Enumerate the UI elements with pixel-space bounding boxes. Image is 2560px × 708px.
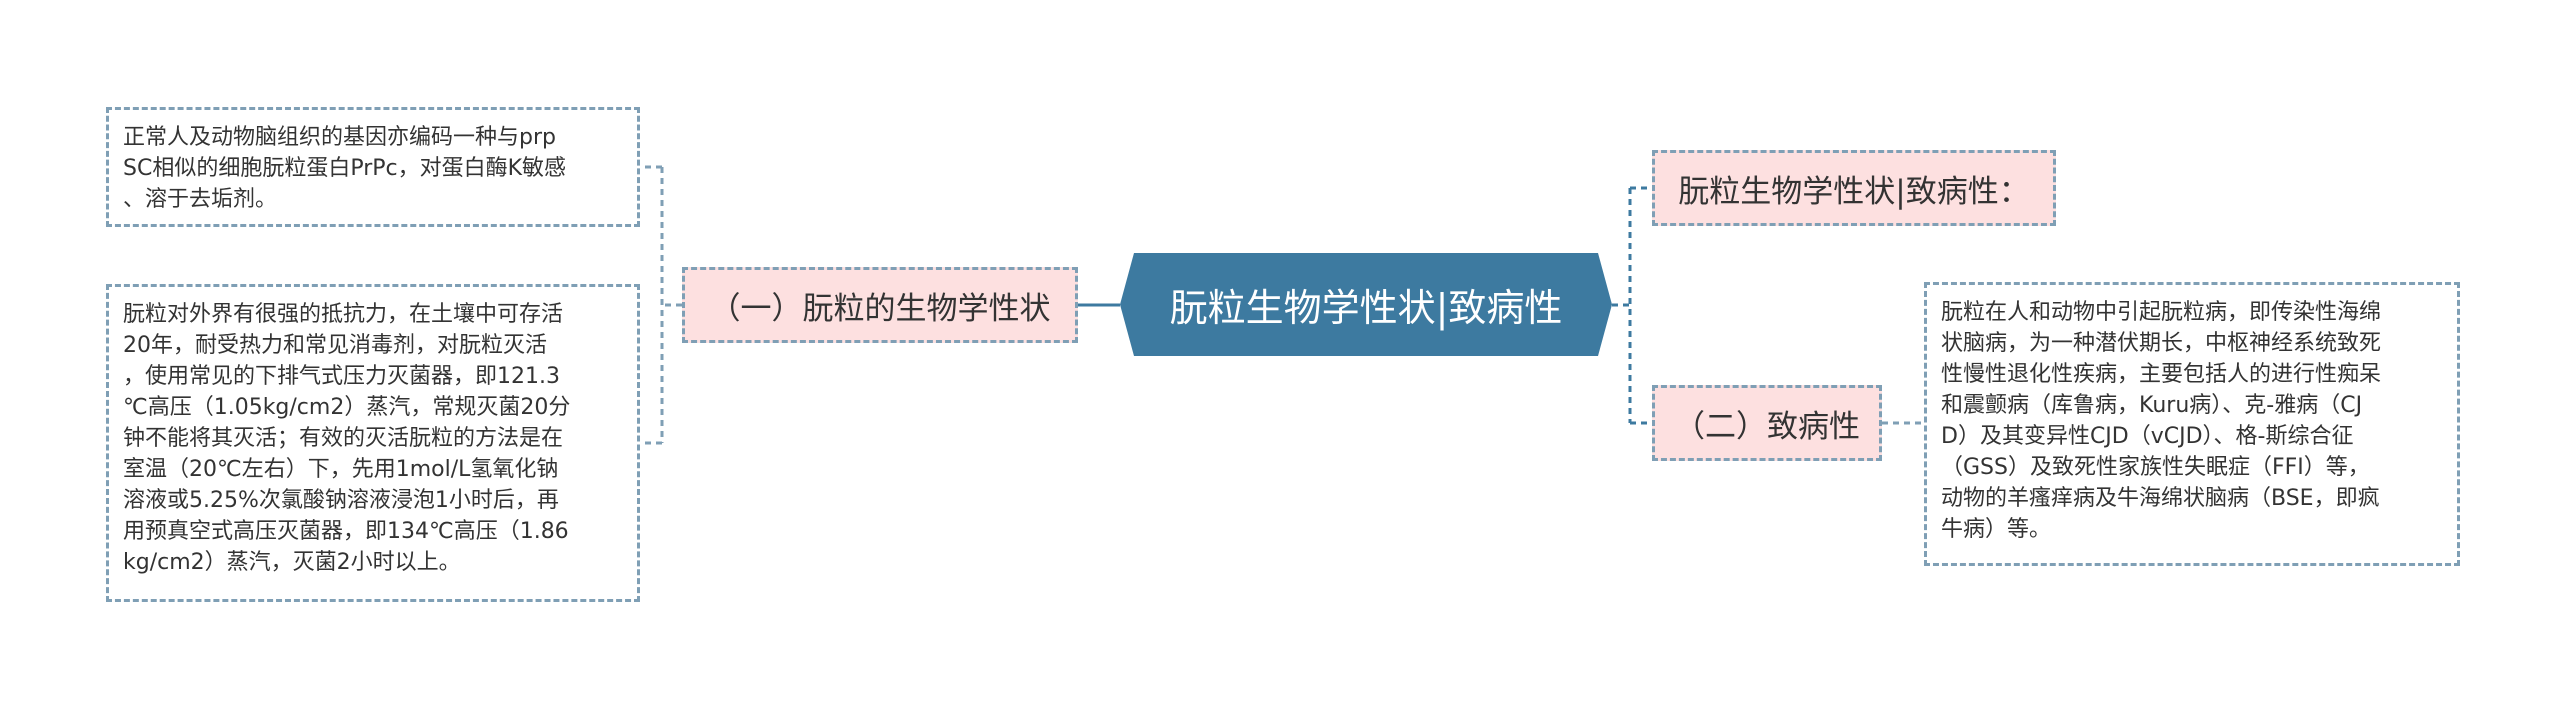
leaf-line: 溶液或5.25%次氯酸钠溶液浸泡1小时后，再 <box>123 488 559 513</box>
central-topic-label: 朊粒生物学性状|致病性 <box>1169 286 1563 330</box>
leaf-line: ，使用常见的下排气式压力灭菌器，即121.3 <box>123 364 560 389</box>
leaf-line: 钟不能将其灭活；有效的灭活朊粒的方法是在 <box>123 426 564 451</box>
leaf-line: SC相似的细胞朊粒蛋白PrPc，对蛋白酶K敏感 <box>123 156 567 181</box>
branch-pathogenicity-label: （二）致病性 <box>1674 408 1860 445</box>
leaf-line: 动物的羊瘙痒病及牛海绵状脑病（BSE，即疯 <box>1941 486 2380 511</box>
leaf-line: （GSS）及致死性家族性失眠症（FFI）等， <box>1941 455 2370 480</box>
branch-topic-summary-label: 朊粒生物学性状|致病性： <box>1678 173 2030 210</box>
branch-biological-properties[interactable]: （一）朊粒的生物学性状 <box>682 267 1078 343</box>
leaf-line: 朊粒对外界有很强的抵抗力，在土壤中可存活 <box>123 302 564 327</box>
leaf-line: 牛病）等。 <box>1941 517 2052 542</box>
branch-pathogenicity[interactable]: （二）致病性 <box>1652 385 1882 461</box>
leaf-line: 室温（20℃左右）下，先用1mol/L氢氧化钠 <box>123 457 559 482</box>
leaf-normal-prp[interactable]: 正常人及动物脑组织的基因亦编码一种与prp SC相似的细胞朊粒蛋白PrPc，对蛋… <box>106 107 640 227</box>
leaf-line: 状脑病，为一种潜伏期长，中枢神经系统致死 <box>1941 331 2382 356</box>
central-topic-shape <box>1120 253 1612 356</box>
leaf-line: 20年，耐受热力和常见消毒剂，对朊粒灭活 <box>123 333 547 358</box>
central-topic[interactable]: 朊粒生物学性状|致病性 <box>1120 253 1612 356</box>
leaf-line: 、溶于去垢剂。 <box>123 187 278 212</box>
leaf-prion-diseases[interactable]: 朊粒在人和动物中引起朊粒病，即传染性海绵 状脑病，为一种潜伏期长，中枢神经系统致… <box>1924 282 2460 566</box>
leaf-line: 和震颤病（库鲁病，Kuru病）、克-雅病（CJ <box>1941 393 2363 418</box>
leaf-line: 朊粒在人和动物中引起朊粒病，即传染性海绵 <box>1941 300 2382 325</box>
leaf-line: kg/cm2）蒸汽，灭菌2小时以上。 <box>123 550 461 575</box>
leaf-line: ℃高压（1.05kg/cm2）蒸汽，常规灭菌20分 <box>123 395 571 420</box>
leaf-line: 用预真空式高压灭菌器，即134℃高压（1.86 <box>123 519 569 544</box>
leaf-line: 性慢性退化性疾病，主要包括人的进行性痴呆 <box>1941 362 2382 387</box>
leaf-line: 正常人及动物脑组织的基因亦编码一种与prp <box>123 125 556 150</box>
connector-left-branch-to-leaves <box>640 165 682 445</box>
leaf-resistance-inactivation[interactable]: 朊粒对外界有很强的抵抗力，在土壤中可存活 20年，耐受热力和常见消毒剂，对朊粒灭… <box>106 284 640 602</box>
branch-biological-properties-label: （一）朊粒的生物学性状 <box>709 290 1051 327</box>
leaf-line: D）及其变异性CJD（vCJD）、格-斯综合征 <box>1941 424 2354 449</box>
connector-central-to-right-branches <box>1612 186 1652 425</box>
branch-topic-summary[interactable]: 朊粒生物学性状|致病性： <box>1652 150 2056 226</box>
